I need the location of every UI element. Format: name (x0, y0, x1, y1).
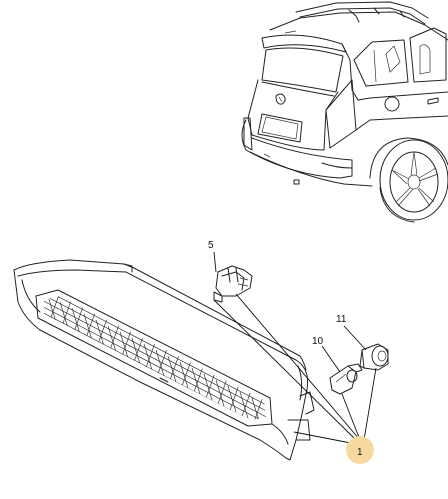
bulb-holder-part-10 (329, 363, 363, 395)
connector-part-5 (213, 265, 253, 303)
brake-light-housing (13, 259, 315, 461)
vehicle-illustration (241, 1, 448, 223)
wheel-drawing (379, 139, 448, 223)
callout-label-1: 1 (357, 447, 363, 458)
bulb-part-11 (359, 343, 389, 371)
leader-lines (213, 251, 377, 445)
callout-label-10: 10 (312, 336, 324, 347)
lens-pattern (44, 296, 266, 420)
callout-label-11: 11 (336, 314, 347, 325)
callout-label-5: 5 (208, 240, 214, 251)
callout-highlight-1 (346, 436, 374, 464)
